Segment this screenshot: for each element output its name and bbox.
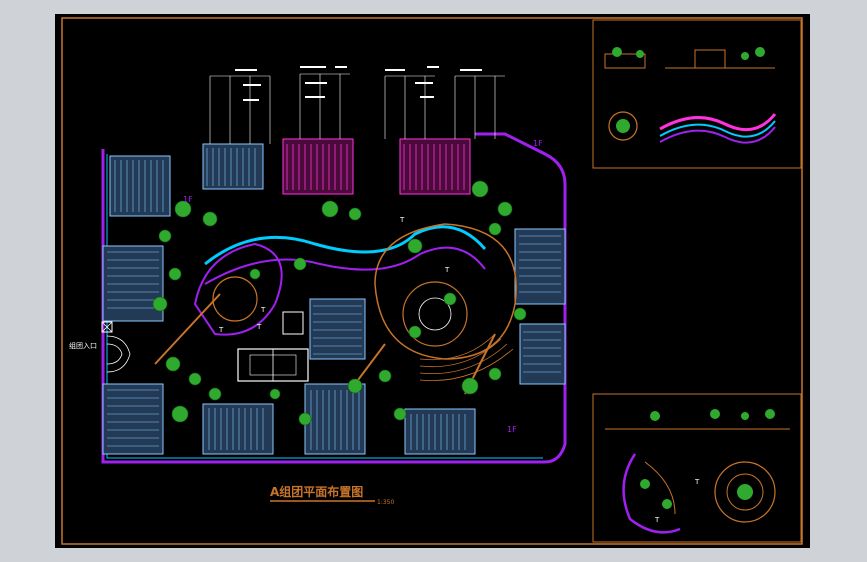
unit-tag: T xyxy=(256,323,262,331)
amphitheater-steps xyxy=(419,333,514,381)
kiosk xyxy=(282,311,304,335)
entrance-marker-cross xyxy=(101,321,113,333)
building-n3 xyxy=(399,138,471,195)
building-sw xyxy=(102,383,164,455)
site-plan-drawing: 1F 1F 1F T T T T T T T 组团入口 A组团平面布置图 1:3… xyxy=(61,17,803,545)
tree-plantings xyxy=(152,180,527,426)
building-n1 xyxy=(202,143,264,190)
entrance-stair xyxy=(106,335,131,373)
unit-tag: T xyxy=(399,216,405,224)
detail-panel-bottom xyxy=(592,393,802,543)
building-nw xyxy=(109,155,171,217)
building-center xyxy=(309,298,366,360)
drawing-title: A组团平面布置图 xyxy=(270,484,363,499)
floor-label-nw: 1F xyxy=(183,195,193,204)
tennis-court xyxy=(237,348,309,382)
building-e2 xyxy=(519,323,566,385)
residential-buildings xyxy=(102,143,566,455)
unit-tag: T xyxy=(694,478,700,486)
drawing-border xyxy=(61,17,803,545)
detail-sketches-top xyxy=(604,47,777,144)
plaza-circle xyxy=(212,276,468,347)
cad-drawing-sheet: 1F 1F 1F T T T T T T T 组团入口 A组团平面布置图 1:3… xyxy=(55,14,810,548)
drawing-scale: 1:350 xyxy=(377,499,394,506)
landscape-paths xyxy=(154,223,517,395)
building-e1 xyxy=(514,228,566,305)
building-s3 xyxy=(404,408,476,455)
annotation-leaders xyxy=(209,73,505,144)
floor-label-se: 1F xyxy=(507,425,517,434)
detail-panel-top xyxy=(592,19,802,169)
unit-tag: T xyxy=(218,326,224,334)
building-s1 xyxy=(202,403,274,455)
building-n2 xyxy=(282,138,354,195)
entrance-marker xyxy=(101,321,113,333)
annotation-note-marks xyxy=(235,66,482,101)
highlighted-hatching xyxy=(286,144,465,190)
entrance-label: 组团入口 xyxy=(69,341,97,350)
unit-tag: T xyxy=(444,266,450,274)
floor-label-ne: 1F xyxy=(533,139,543,148)
detail-sketches-bottom xyxy=(605,409,790,534)
unit-tag: T xyxy=(260,306,266,314)
building-w1 xyxy=(102,245,164,322)
building-hatching xyxy=(107,148,561,450)
unit-tag: T xyxy=(654,516,660,524)
